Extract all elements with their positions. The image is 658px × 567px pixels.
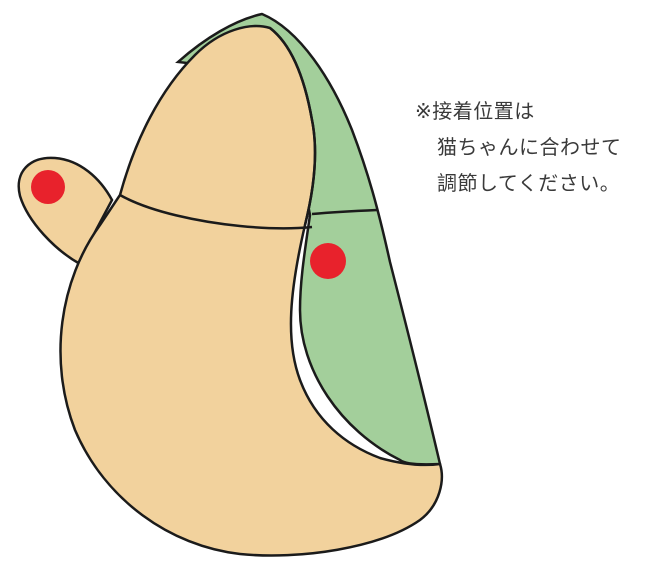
attachment-note: ※接着位置は 猫ちゃんに合わせて 調節してください。 bbox=[415, 93, 622, 201]
body-seam-line bbox=[119, 193, 313, 230]
panel-seam-line bbox=[311, 208, 378, 216]
note-line-2: 猫ちゃんに合わせて bbox=[437, 135, 622, 159]
tail-attachment-marker bbox=[310, 243, 346, 279]
note-line-3: 調節してください。 bbox=[437, 171, 621, 195]
side-panel-back bbox=[175, 12, 442, 466]
note-line-1: ※接着位置は bbox=[415, 99, 535, 123]
ear-attachment-marker bbox=[31, 170, 65, 204]
inner-seam-line bbox=[269, 27, 317, 226]
main-body bbox=[59, 24, 444, 557]
